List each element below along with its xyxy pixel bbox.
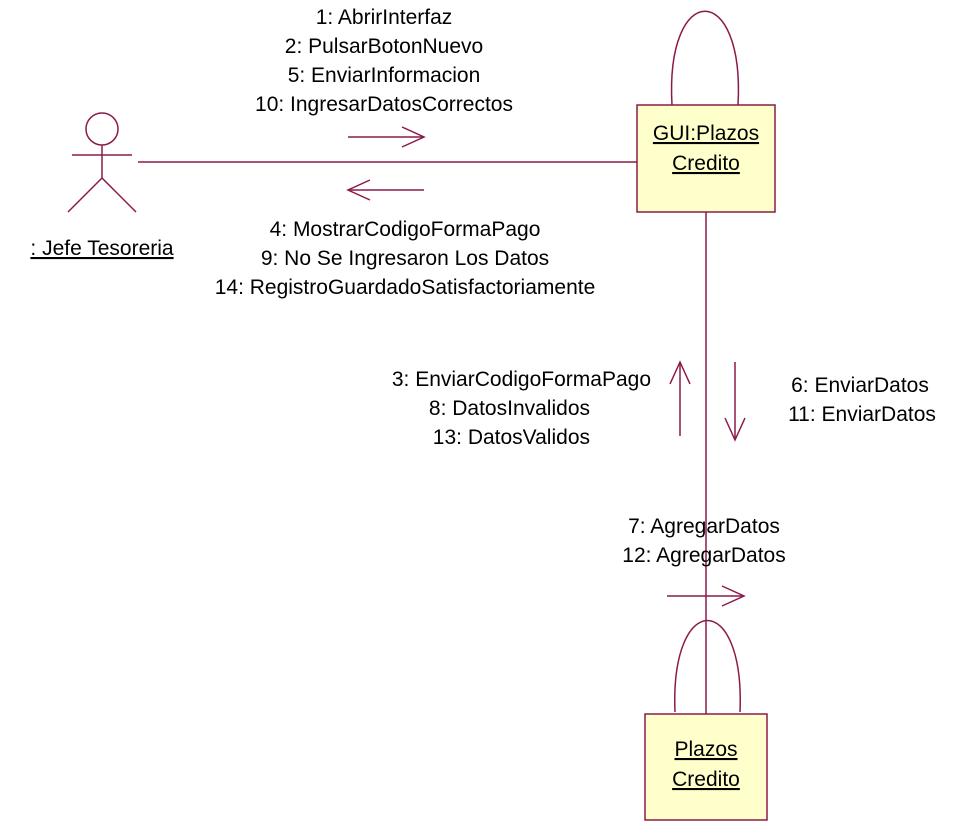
message-label: 13: DatosValidos: [433, 426, 590, 449]
plazos-self-link: [674, 619, 741, 713]
arrow-gui-to-actor: [346, 179, 424, 201]
message-label: 9: No Se Ingresaron Los Datos: [261, 247, 549, 270]
gui-object-name-line2: Credito: [672, 152, 740, 175]
arrow-gui-to-plazos: [724, 362, 746, 442]
arrow-plazos-to-gui: [669, 360, 691, 436]
message-label: 12: AgregarDatos: [622, 544, 785, 567]
arrow-plazos-self: [667, 585, 746, 607]
gui-object-name-line1: GUI:Plazos: [653, 122, 759, 145]
message-label: 8: DatosInvalidos: [429, 397, 590, 420]
actor-figure[interactable]: [67, 112, 137, 213]
messages-plazos-self: 7: AgregarDatos 12: AgregarDatos: [622, 515, 785, 567]
message-label: 10: IngresarDatosCorrectos: [255, 93, 513, 116]
message-label: 14: RegistroGuardadoSatisfactoriamente: [215, 276, 596, 299]
gui-object[interactable]: GUI:Plazos Credito: [636, 104, 776, 213]
message-label: 5: EnviarInformacion: [288, 64, 481, 87]
plazos-object-name-line2: Credito: [672, 768, 740, 791]
plazos-object-box: [644, 713, 768, 821]
message-label: 3: EnviarCodigoFormaPago: [392, 368, 651, 391]
message-label: 4: MostrarCodigoFormaPago: [270, 218, 541, 241]
arrow-actor-to-gui: [348, 126, 426, 148]
message-label: 2: PulsarBotonNuevo: [285, 35, 483, 58]
gui-object-box: [636, 104, 776, 213]
messages-gui-to-actor: 4: MostrarCodigoFormaPago 9: No Se Ingre…: [215, 218, 596, 299]
messages-gui-to-plazos: 6: EnviarDatos 11: EnviarDatos: [788, 374, 936, 426]
message-label: 11: EnviarDatos: [788, 403, 936, 426]
message-label: 6: EnviarDatos: [791, 374, 929, 397]
actor-right-leg: [101, 177, 137, 213]
plazos-object[interactable]: Plazos Credito: [644, 713, 768, 821]
messages-actor-to-gui: 1: AbrirInterfaz 2: PulsarBotonNuevo 5: …: [255, 6, 513, 116]
messages-plazos-to-gui: 3: EnviarCodigoFormaPago 8: DatosInvalid…: [392, 368, 651, 449]
actor-head: [85, 112, 119, 146]
gui-self-link: [670, 10, 740, 106]
actor-label: : Jefe Tesoreria: [30, 237, 174, 260]
actor-left-leg: [67, 177, 103, 213]
message-label: 1: AbrirInterfaz: [316, 6, 453, 29]
message-label: 7: AgregarDatos: [628, 515, 780, 538]
plazos-object-name-line1: Plazos: [674, 738, 737, 761]
